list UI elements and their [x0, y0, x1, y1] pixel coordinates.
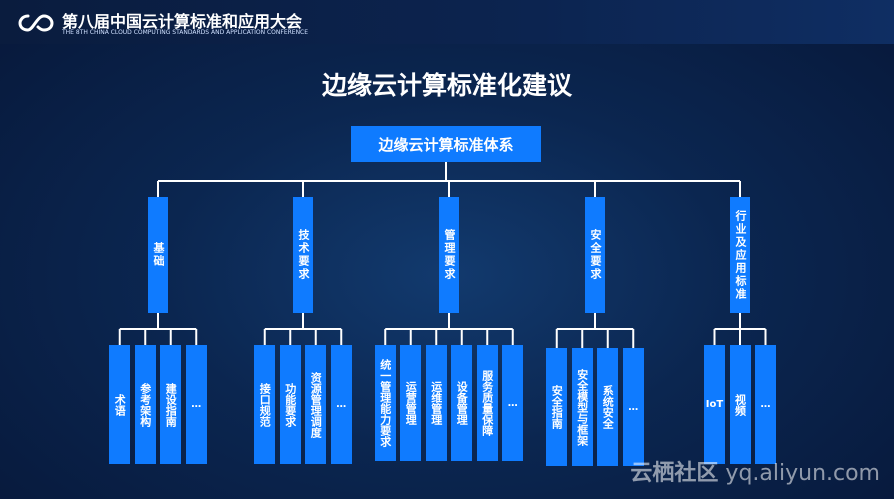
leaf-node: 运维管理 [425, 345, 447, 461]
category-node: 技术要求 [293, 197, 313, 313]
root-node: 边缘云计算标准体系 [351, 126, 541, 162]
leaf-node: 接口规范 [254, 345, 276, 464]
watermark-url: yq.aliyun.com [725, 461, 880, 486]
leaf-node: IoT [704, 345, 725, 464]
leaf-node: 视频 [729, 345, 751, 464]
leaf-node: … [185, 345, 207, 464]
leaf-node: 功能要求 [279, 345, 301, 464]
leaf-node: … [502, 345, 524, 461]
leaf-node: 术语 [109, 345, 131, 464]
conference-title: 第八届中国云计算标准和应用大会 [62, 12, 303, 31]
cloud-logo-icon [18, 14, 54, 32]
leaf-node: 资源管理调度 [305, 345, 327, 464]
leaf-node: 安全模型与框架 [571, 348, 593, 466]
conference-subtitle: THE 8TH CHINA CLOUD COMPUTING STANDARDS … [62, 29, 309, 36]
category-node: 行业及应用标准 [730, 197, 750, 313]
leaf-node: 运营管理 [400, 345, 422, 461]
watermark-cn: 云栖社区 [630, 461, 719, 486]
leaf-node: 服务质量保障 [476, 345, 498, 461]
leaf-node: … [622, 348, 644, 466]
leaf-node: 系统安全 [597, 348, 619, 466]
category-node: 安全要求 [585, 197, 605, 313]
leaf-node: … [330, 345, 352, 464]
leaf-node: 统一管理能力要求 [374, 345, 396, 461]
leaf-node: 建设指南 [160, 345, 182, 464]
leaf-node: 安全指南 [546, 348, 568, 466]
category-node: 基础 [148, 197, 168, 313]
leaf-node: 参考架构 [134, 345, 156, 464]
conference-header: 第八届中国云计算标准和应用大会 THE 8TH CHINA CLOUD COMP… [0, 0, 894, 44]
leaf-node: 设备管理 [451, 345, 473, 461]
watermark: 云栖社区 yq.aliyun.com [630, 455, 880, 487]
category-node: 管理要求 [439, 197, 459, 313]
page-title: 边缘云计算标准化建议 [321, 71, 572, 100]
leaf-node: … [755, 345, 776, 464]
